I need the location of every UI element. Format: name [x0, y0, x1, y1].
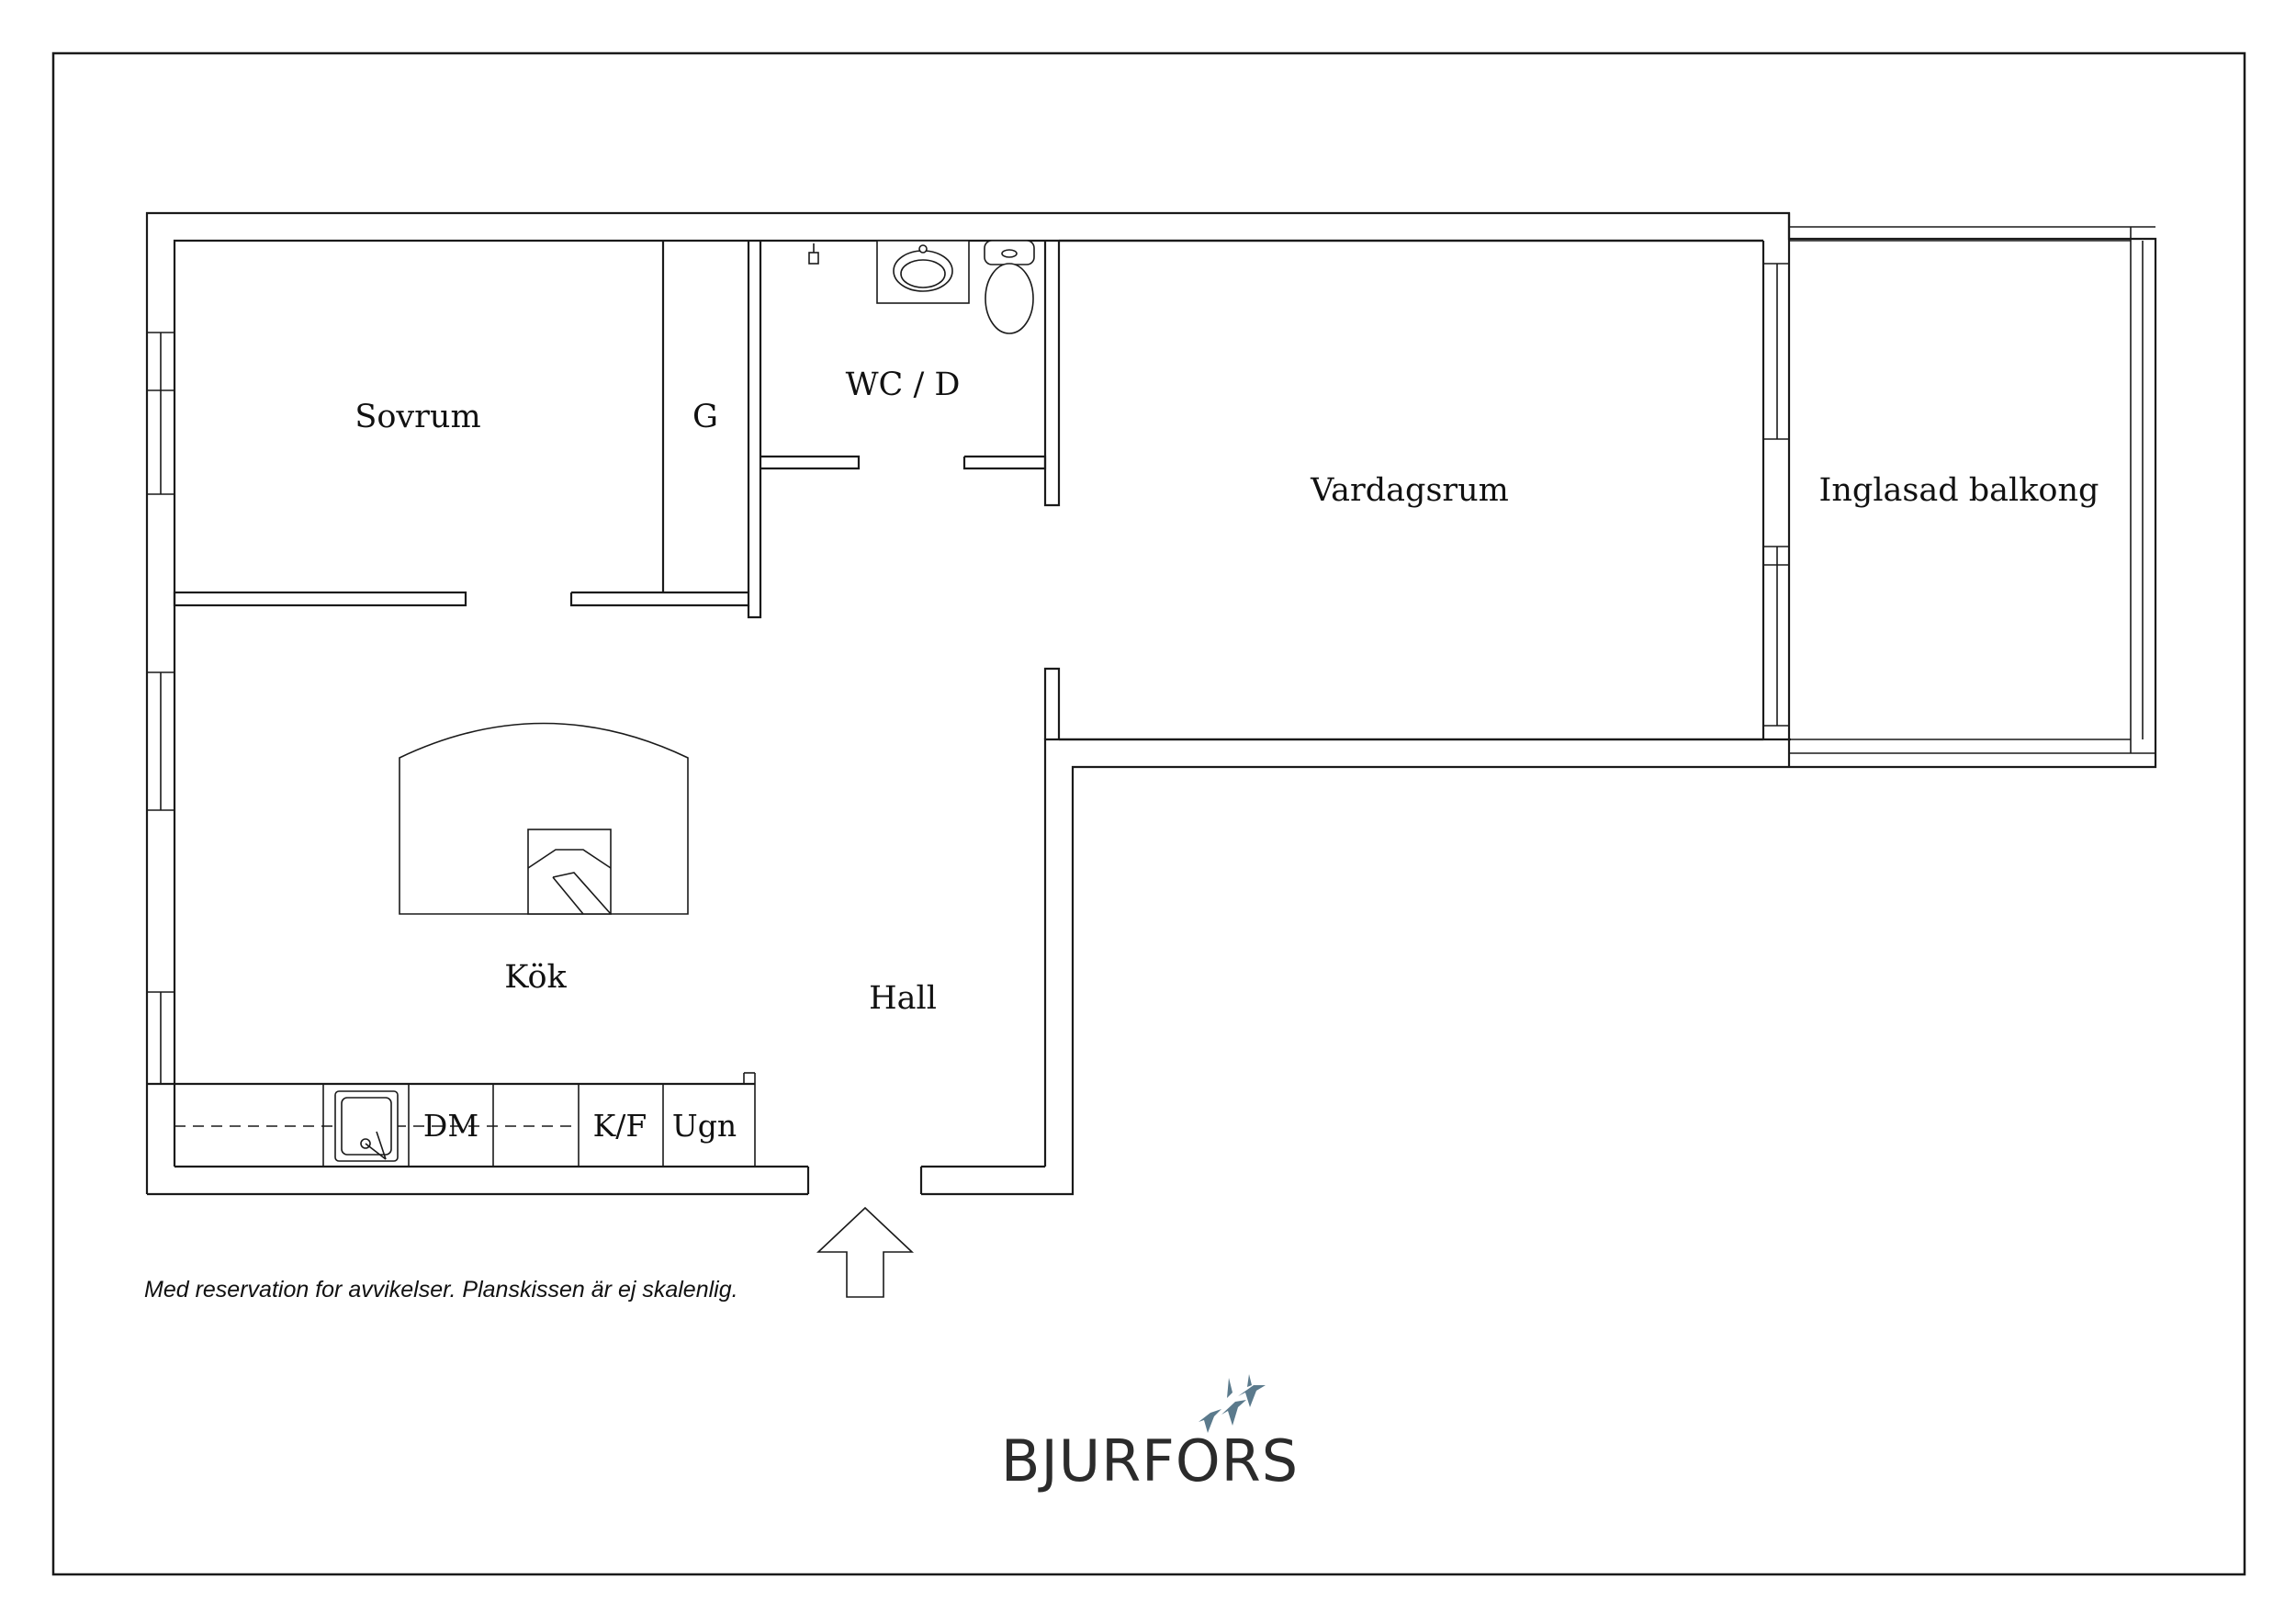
walls — [145, 211, 2157, 1196]
windows — [147, 263, 1789, 1085]
sink — [334, 1090, 399, 1162]
disclaimer-text: Med reservation for avvikelser. Planskis… — [144, 1277, 738, 1303]
room-label-wc: WC / D — [846, 367, 961, 403]
fridge-label: K/F — [593, 1108, 647, 1144]
toilet — [984, 240, 1035, 334]
room-label-vardagsrum: Vardagsrum — [1310, 472, 1509, 509]
room-label-balkong: Inglasad balkong — [1819, 472, 2099, 509]
shower-fixture — [808, 243, 819, 265]
entrance-arrow-icon — [816, 1206, 915, 1298]
room-label-hall: Hall — [869, 980, 937, 1017]
page-frame — [51, 51, 2246, 1576]
room-label-garderob: G — [692, 399, 718, 435]
brand-logo: BJURFORS — [1001, 1427, 1299, 1494]
bird-logo-icon — [1199, 1374, 1266, 1433]
dishwasher-label: DM — [423, 1108, 478, 1144]
oven-label: Ugn — [672, 1108, 737, 1144]
kitchen-island — [399, 722, 689, 915]
washbasin — [876, 240, 970, 304]
room-label-sovrum: Sovrum — [355, 399, 480, 435]
room-label-kok: Kök — [504, 959, 567, 996]
